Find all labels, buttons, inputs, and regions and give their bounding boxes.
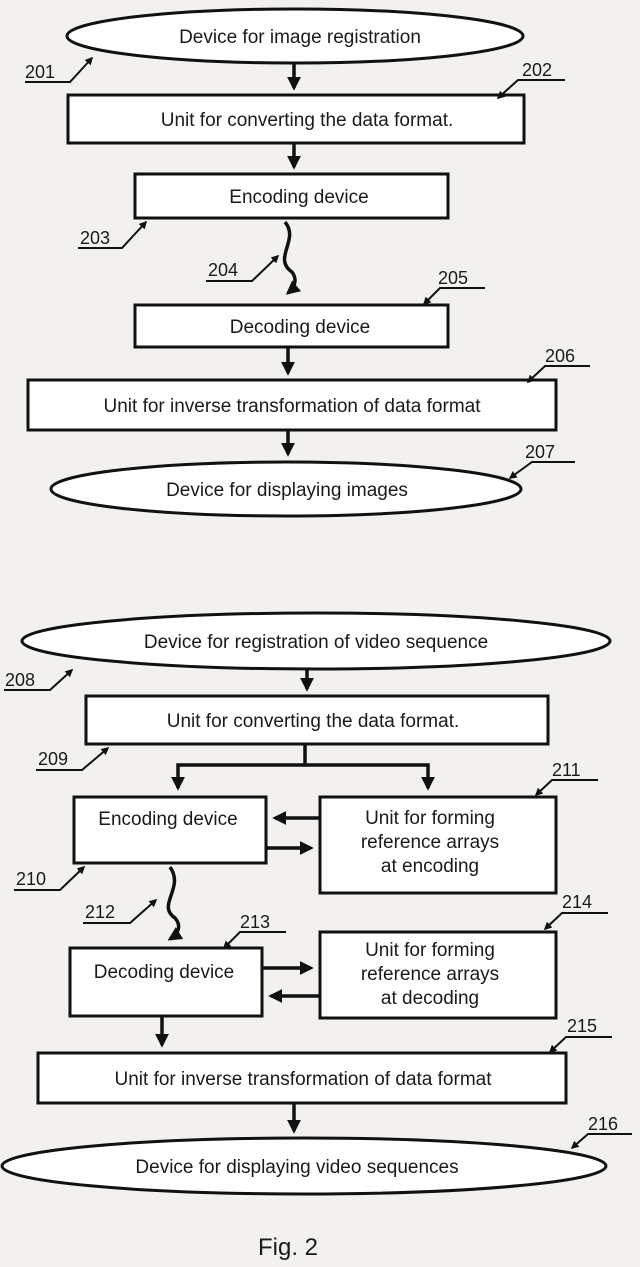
bottom-ref-dec-label-line2: reference arrays [361, 964, 499, 985]
bottom-ref-enc-node [318, 795, 558, 895]
ref-205: 205 [438, 268, 468, 288]
ref-213-leader [222, 931, 286, 950]
bottom-convert-label: Unit for converting the data format. [167, 711, 460, 732]
ref-216-leader [570, 1133, 632, 1150]
ref-215: 215 [567, 1016, 597, 1036]
ref-207-leader [508, 461, 575, 479]
bottom-arrow-convert-to-encoding [171, 744, 307, 791]
bottom-registration-node [20, 611, 612, 671]
top-display-label: Device for displaying images [166, 480, 408, 501]
ref-213: 213 [240, 912, 270, 932]
ref-201: 201 [25, 62, 55, 82]
ref-206: 206 [545, 346, 575, 366]
ref-202: 202 [522, 60, 552, 80]
bottom-arrow-channel-212 [166, 865, 184, 941]
bottom-ref-enc-label-line1: Unit for forming [365, 808, 495, 829]
top-decoding-label: Decoding device [230, 317, 370, 338]
bottom-ref-dec-label-line1: Unit for forming [365, 940, 495, 961]
bottom-ref-enc-label-line2: reference arrays [361, 832, 499, 853]
bottom-registration-label: Device for registration of video sequenc… [144, 632, 488, 653]
top-diagram: Device for image registration Unit for c… [25, 7, 590, 518]
bottom-encoding-node [72, 795, 268, 865]
ref-208: 208 [5, 670, 35, 690]
ref-203-leader [78, 220, 148, 249]
top-display-node [49, 460, 523, 518]
ref-210-leader [14, 865, 86, 891]
top-inverse-label: Unit for inverse transformation of data … [104, 396, 482, 417]
ref-204: 204 [208, 260, 238, 280]
ref-212-leader [83, 898, 158, 924]
bottom-inverse-label: Unit for inverse transformation of data … [115, 1069, 493, 1090]
bottom-display-label: Device for displaying video sequences [135, 1157, 458, 1178]
ref-208-leader [4, 668, 74, 691]
bottom-encoding-label: Encoding device [98, 809, 237, 830]
bottom-display-node [0, 1136, 608, 1196]
top-decoding-node [133, 303, 450, 349]
ref-212: 212 [85, 902, 115, 922]
ref-205-leader [422, 287, 485, 306]
bottom-diagram: Device for registration of video sequenc… [0, 611, 632, 1196]
figure-caption: Fig. 2 [258, 1234, 318, 1261]
top-convert-label: Unit for converting the data format. [161, 110, 454, 131]
ref-209: 209 [38, 749, 68, 769]
ref-211-leader [534, 779, 598, 797]
ref-209-leader [36, 746, 110, 771]
bottom-ref-dec-node [318, 930, 558, 1020]
ref-202-leader [496, 79, 565, 100]
ref-207: 207 [525, 442, 555, 462]
top-encoding-node [133, 172, 450, 220]
ref-204-leader [206, 254, 280, 282]
ref-210: 210 [16, 869, 46, 889]
ref-201-leader [25, 56, 94, 83]
bottom-decoding-label: Decoding device [94, 962, 234, 983]
top-convert-node [66, 93, 526, 145]
top-encoding-label: Encoding device [229, 187, 368, 208]
top-inverse-node [26, 378, 558, 432]
bottom-arrow-convert-to-ref-enc [305, 763, 435, 791]
bottom-convert-node [84, 694, 550, 746]
ref-211: 211 [552, 760, 581, 780]
bottom-ref-dec-label-line3: at decoding [381, 988, 479, 1009]
ref-214-leader [543, 912, 608, 931]
ref-215-leader [548, 1036, 612, 1054]
top-registration-label: Device for image registration [179, 27, 421, 48]
ref-206-leader [526, 365, 590, 384]
ref-216: 216 [588, 1114, 618, 1134]
bottom-decoding-node [68, 946, 264, 1018]
ref-214: 214 [562, 892, 592, 912]
bottom-inverse-node [36, 1051, 568, 1105]
top-arrow-channel-204 [282, 220, 302, 295]
ref-203: 203 [80, 228, 110, 248]
bottom-ref-enc-label-line3: at encoding [381, 856, 479, 877]
